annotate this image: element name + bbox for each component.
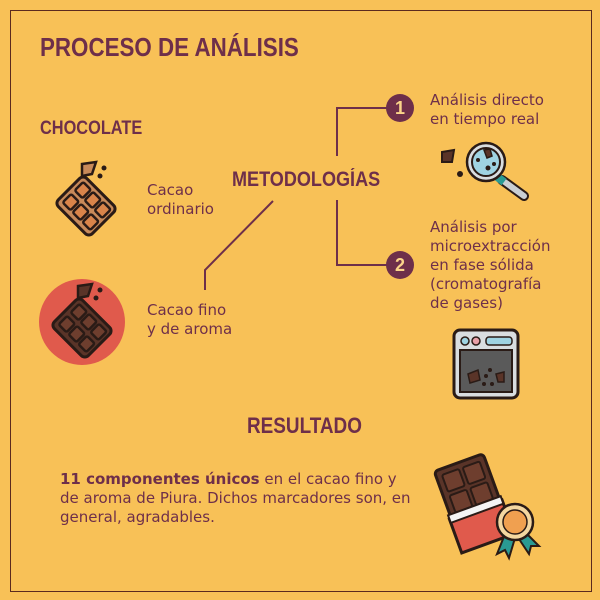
- frame-border: [10, 10, 592, 592]
- chocolate-bar-highlighted-icon: [39, 279, 125, 365]
- method-line: en tiempo real: [430, 110, 540, 128]
- method-line: de gases): [430, 294, 503, 312]
- result-heading: RESULTADO: [247, 413, 362, 438]
- method-1-text: Análisis directo en tiempo real: [430, 91, 544, 129]
- method-line: microextracción: [430, 237, 551, 255]
- method-line: Análisis por: [430, 218, 517, 236]
- label-line: Cacao fino: [147, 301, 227, 319]
- oven-icon: [452, 328, 520, 400]
- page-title: PROCESO DE ANÁLISIS: [40, 32, 299, 62]
- label-line: y de aroma: [147, 320, 233, 338]
- step-badge-1: 1: [386, 94, 414, 122]
- result-body: en el cacao fino y de aroma de Piura. Di…: [60, 470, 411, 526]
- chocolate-heading: CHOCOLATE: [40, 118, 143, 139]
- methodologies-heading: METODOLOGÍAS: [232, 168, 381, 191]
- method-line: (cromatografía: [430, 275, 542, 293]
- label-cacao-ordinario: Cacao ordinario: [147, 181, 214, 219]
- step-badge-2: 2: [386, 251, 414, 279]
- label-cacao-fino: Cacao fino y de aroma: [147, 301, 232, 339]
- result-text: 11 componentes únicos en el cacao fino y…: [60, 470, 420, 527]
- award-chocolate-icon: [433, 453, 542, 561]
- method-2-text: Análisis por microextracción en fase sól…: [430, 218, 550, 313]
- result-highlight: 11 componentes únicos: [60, 470, 260, 488]
- magnifier-icon: [441, 141, 529, 201]
- label-line: ordinario: [147, 200, 214, 218]
- method-line: Análisis directo: [430, 91, 544, 109]
- chocolate-bar-icon: [55, 160, 117, 237]
- label-line: Cacao: [147, 181, 194, 199]
- method-line: en fase sólida: [430, 256, 534, 274]
